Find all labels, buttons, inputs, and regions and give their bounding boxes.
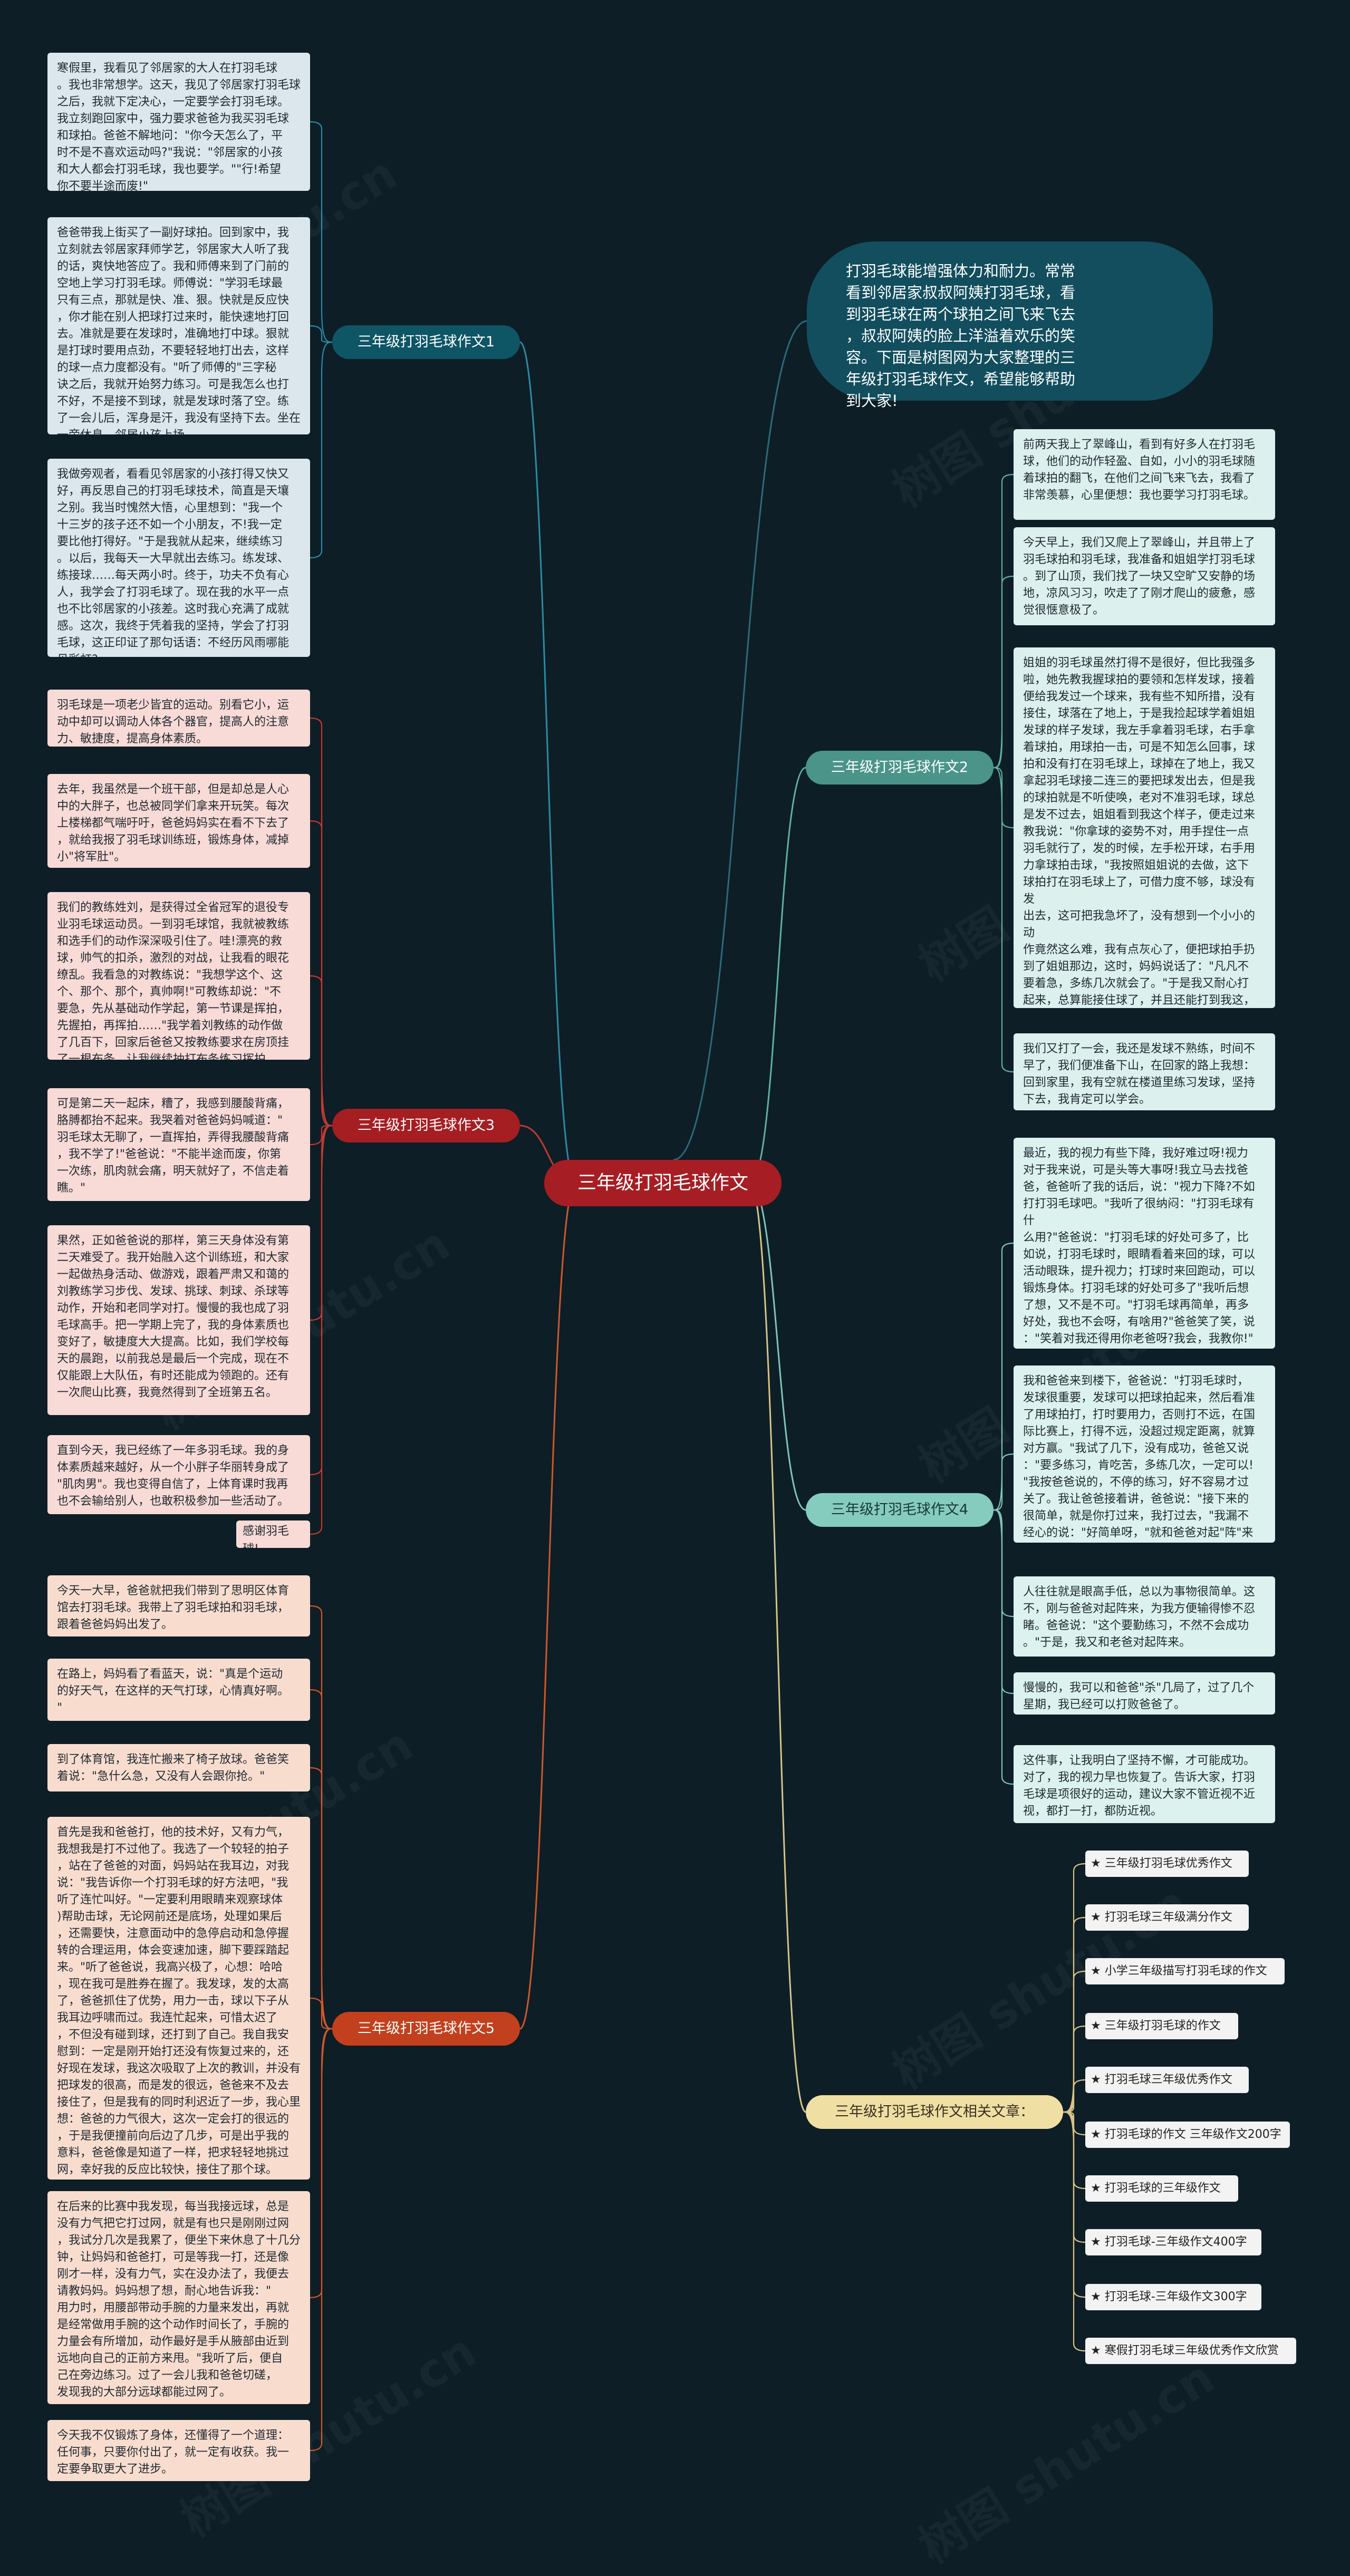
connector-root-branch-6 xyxy=(749,1182,806,2113)
essay-paragraph-node: 我们又打了一会，我还是发球不熟练，时间不 早了，我们便准备下山，在回家的路上我想… xyxy=(1014,1033,1275,1110)
branch-node-5[interactable]: 三年级打羽毛球作文5 xyxy=(332,2012,520,2046)
connector-branch-leaf xyxy=(310,975,333,1127)
essay-paragraph-node: 果然，正如爸爸说的那样，第三天身体没有第 二天难受了。我开始融入这个训练班，和大… xyxy=(47,1225,310,1415)
essay-paragraph-node: 我们的教练姓刘，是获得过全省冠军的退役专 业羽毛球运动员。一到羽毛球馆，我就被教… xyxy=(47,892,310,1060)
essay-paragraph-node: 直到今天，我已经练了一年多羽毛球。我的身 体素质越来越好，从一个小胖子华丽转身成… xyxy=(47,1435,310,1514)
related-article-link[interactable]: ★ 打羽毛球的作文 三年级作文200字 xyxy=(1085,2122,1290,2148)
essay-paragraph-node: 姐姐的羽毛球虽然打得不是很好，但比我强多 啦，她先教我握球拍的要领和怎样发球，接… xyxy=(1014,647,1275,1008)
essay-paragraph-node: 今天早上，我们又爬上了翠峰山，并且带上了 羽毛球拍和羽毛球，我准备和姐姐学打羽毛… xyxy=(1014,527,1275,625)
connector-branch-leaf xyxy=(993,1453,1014,1511)
connector-branch-leaf xyxy=(1063,2111,1086,2136)
connector-branch-leaf xyxy=(310,820,333,1127)
connector-branch-leaf xyxy=(1063,2079,1086,2113)
branch-node-1[interactable]: 三年级打羽毛球作文1 xyxy=(332,325,520,359)
intro-node[interactable]: 打羽毛球能增强体力和耐力。常常 看到邻居家叔叔阿姨打羽毛球，看 到羽毛球在两个球… xyxy=(807,241,1213,410)
related-article-link[interactable]: ★ 三年级打羽毛球优秀作文 xyxy=(1085,1851,1249,1877)
essay-paragraph-node: 首先是我和爸爸打，他的技术好，又有力气， 我想我是打不过他了。我选了一个较轻的拍… xyxy=(47,1817,310,2180)
related-article-link[interactable]: ★ 打羽毛球-三年级作文300字 xyxy=(1085,2284,1261,2310)
related-article-link[interactable]: ★ 小学三年级描写打羽毛球的作文 xyxy=(1085,1958,1285,1984)
connector-branch-leaf xyxy=(310,1125,333,1535)
connector-branch-leaf xyxy=(310,1125,333,1476)
essay-paragraph-node: 慢慢的，我可以和爸爸"杀"几局了，过了几个 星期，我已经可以打败爸爸了。 xyxy=(1014,1672,1275,1715)
connector-branch-leaf xyxy=(993,767,1014,1073)
connector-root-branch-2 xyxy=(749,767,806,1184)
essay-paragraph-node: 羽毛球是一项老少皆宜的运动。别看它小，运 动中却可以调动人体各个器官，提高人的注… xyxy=(47,690,310,747)
connector-branch-leaf xyxy=(1063,1970,1086,2113)
connector-branch-leaf xyxy=(993,1509,1014,1618)
connector-branch-leaf xyxy=(310,1125,333,1146)
connector-branch-leaf xyxy=(1063,2111,1086,2243)
essay-paragraph-node: 感谢羽毛球! xyxy=(236,1521,310,1548)
connector-branch-leaf xyxy=(310,121,333,343)
connector-branch-leaf xyxy=(993,473,1014,769)
connector-branch-leaf xyxy=(310,2028,333,2299)
essay-paragraph-node: 今天一大早，爸爸就把我们带到了思明区体育 馆去打羽毛球。我带上了羽毛球拍和羽毛球… xyxy=(47,1575,310,1636)
connector-branch-leaf xyxy=(1063,1916,1086,2113)
connector-branch-leaf xyxy=(1063,1863,1086,2113)
connector-branch-leaf xyxy=(993,1509,1014,1694)
connector-root-intro xyxy=(673,320,807,1161)
essay-paragraph-node: 在路上，妈妈看了看蓝天，说："真是个运动 的好天气，在这样的天气打球，心情真好啊… xyxy=(47,1659,310,1721)
branch-node-3[interactable]: 三年级打羽毛球作文3 xyxy=(332,1109,520,1142)
connector-branch-leaf xyxy=(1063,2025,1086,2113)
essay-paragraph-node: 在后来的比赛中我发现，每当我接远球，总是 没有力气把它打过网，就是有也只是刚刚过… xyxy=(47,2191,310,2404)
essay-paragraph-node: 这件事，让我明白了坚持不懈，才可能成功。 对了，我的视力早也恢复了。告诉大家，打… xyxy=(1014,1745,1275,1823)
related-article-link[interactable]: ★ 寒假打羽毛球三年级优秀作文欣赏 xyxy=(1085,2338,1296,2364)
essay-paragraph-node: 今天我不仅锻炼了身体，还懂得了一个道理： 任何事，只要你付出了，就一定有收获。我… xyxy=(47,2420,310,2481)
connector-branch-leaf xyxy=(310,325,333,343)
connector-branch-leaf xyxy=(1063,2111,1086,2352)
connector-branch-leaf xyxy=(310,2028,333,2452)
connector-branch-leaf xyxy=(993,1242,1014,1511)
essay-paragraph-node: 我和爸爸来到楼下，爸爸说："打羽毛球时， 发球很重要，发球可以把球拍起来，然后看… xyxy=(1014,1366,1275,1543)
watermark-text: 树图 shutu.cn xyxy=(904,2341,1225,2576)
branch-node-4[interactable]: 三年级打羽毛球作文4 xyxy=(806,1493,994,1527)
essay-paragraph-node: 去年，我虽然是一个班干部，但是却总是人心 中的大胖子，也总被同学们拿来开玩笑。每… xyxy=(47,774,310,868)
essay-paragraph-node: 人往往就是眼高手低，总以为事物很简单。这 不，刚与爸爸对起阵来，为我方便输得惨不… xyxy=(1014,1576,1275,1657)
essay-paragraph-node: 爸爸带我上街买了一副好球拍。回到家中，我 立刻就去邻居家拜师学艺，邻居家大人听了… xyxy=(47,217,310,434)
essay-paragraph-node: 我做旁观者，看看见邻居家的小孩打得又快又 好，再反思自己的打羽毛球技术，简直是天… xyxy=(47,459,310,657)
related-article-link[interactable]: ★ 打羽毛球三年级优秀作文 xyxy=(1085,2067,1249,2093)
essay-paragraph-node: 前两天我上了翠峰山，看到有好多人在打羽毛 球，他们的动作轻盈、自如，小小的羽毛球… xyxy=(1014,429,1275,520)
connector-root-branch-5 xyxy=(519,1182,576,2030)
connector-branch-leaf xyxy=(310,1997,333,2030)
connector-branch-leaf xyxy=(310,717,333,1127)
essay-paragraph-node: 寒假里，我看见了邻居家的大人在打羽毛球 。我也非常想学。这天，我见了邻居家打羽毛… xyxy=(47,53,310,191)
essay-paragraph-node: 到了体育馆，我连忙搬来了椅子放球。爸爸笑 着说："急什么急，又没有人会跟你抢。" xyxy=(47,1744,310,1791)
connector-branch-leaf xyxy=(310,1605,333,2030)
connector-branch-leaf xyxy=(993,767,1014,829)
connector-branch-leaf xyxy=(1063,2111,1086,2298)
root-topic-node[interactable]: 三年级打羽毛球作文 xyxy=(544,1160,782,1206)
branch-node-2[interactable]: 三年级打羽毛球作文2 xyxy=(806,751,994,785)
essay-paragraph-node: 可是第二天一起床，糟了，我感到腰酸背痛， 胳膊都抬不起来。我哭着对爸爸妈妈喊道：… xyxy=(47,1088,310,1201)
related-article-link[interactable]: ★ 三年级打羽毛球的作文 xyxy=(1085,2013,1238,2039)
related-article-link[interactable]: ★ 打羽毛球-三年级作文400字 xyxy=(1085,2229,1261,2255)
connector-branch-leaf xyxy=(993,575,1014,769)
connector-branch-leaf xyxy=(310,1125,333,1321)
connector-branch-leaf xyxy=(310,341,333,559)
related-article-link[interactable]: ★ 打羽毛球三年级满分作文 xyxy=(1085,1904,1249,1931)
connector-branch-leaf xyxy=(310,1767,333,2030)
connector-root-branch-1 xyxy=(519,341,576,1184)
related-article-link[interactable]: ★ 打羽毛球的三年级作文 xyxy=(1085,2175,1238,2202)
essay-paragraph-node: 最近，我的视力有些下降，我好难过呀!视力 对于我来说，可是头等大事呀!我立马去找… xyxy=(1014,1138,1275,1349)
connector-root-branch-4 xyxy=(749,1182,806,1511)
branch-node-6[interactable]: 三年级打羽毛球作文相关文章： xyxy=(806,2095,1063,2129)
connector-branch-leaf xyxy=(993,1509,1014,1785)
connector-branch-leaf xyxy=(310,1689,333,2030)
connector-branch-leaf xyxy=(1063,2111,1086,2190)
